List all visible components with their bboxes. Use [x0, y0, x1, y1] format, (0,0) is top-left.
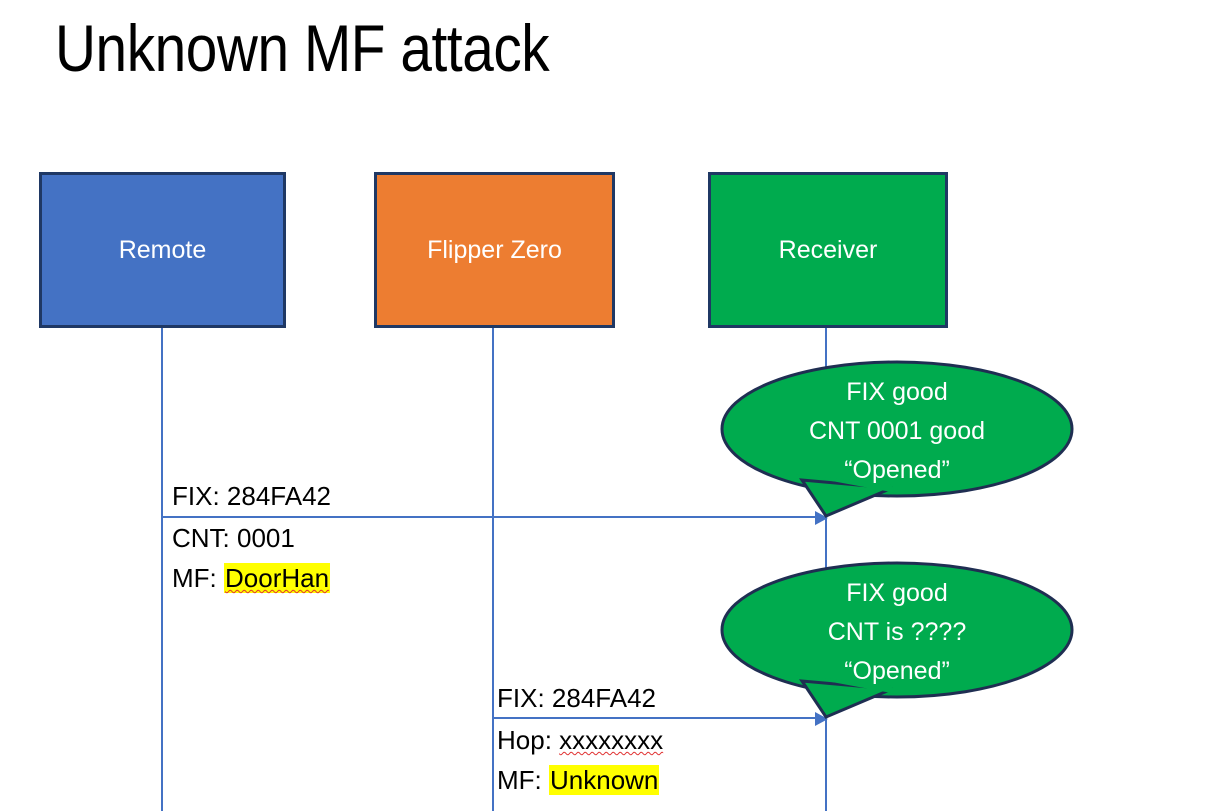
actor-label-remote: Remote	[118, 235, 207, 264]
message-2-hop-value: xxxxxxxx	[559, 725, 664, 755]
lifeline-flipper	[492, 328, 494, 811]
message-1-cnt-prefix: CNT:	[172, 523, 237, 553]
message-2-hop-line: Hop: xxxxxxxx	[497, 720, 663, 760]
actor-box-remote[interactable]: Remote	[39, 172, 286, 328]
page-title: Unknown MF attack	[55, 11, 550, 85]
message-1-mf-value: DoorHan	[224, 563, 331, 593]
message-1-fix-text: FIX: 284FA42	[172, 481, 331, 511]
message-1-details: CNT: 0001 MF: DoorHan	[172, 518, 331, 598]
lifeline-remote	[161, 328, 163, 811]
actor-box-flipper[interactable]: Flipper Zero	[374, 172, 615, 328]
message-2-hop-prefix: Hop:	[497, 725, 560, 755]
message-1-mf-prefix: MF:	[172, 563, 224, 593]
callout-shape-icon	[720, 360, 1074, 518]
message-1-fix-label: FIX: 284FA42	[172, 476, 331, 516]
message-2-fix-text: FIX: 284FA42	[497, 683, 656, 713]
message-2-mf-value: Unknown	[549, 765, 660, 795]
message-1-cnt-line: CNT: 0001	[172, 518, 330, 558]
callout-bubble-receiver-second[interactable]: FIX good CNT is ???? “Opened”	[720, 561, 1074, 719]
callout-shape-icon	[720, 561, 1074, 719]
message-2-fix-label: FIX: 284FA42	[497, 678, 656, 718]
actor-box-receiver[interactable]: Receiver	[708, 172, 948, 328]
actor-label-receiver: Receiver	[778, 235, 878, 264]
message-1-mf-line: MF: DoorHan	[172, 558, 331, 598]
message-2-details: Hop: xxxxxxxx MF: Unknown	[497, 720, 663, 800]
message-1-cnt-value: 0001	[237, 523, 295, 553]
message-2-mf-prefix: MF:	[497, 765, 549, 795]
callout-bubble-receiver-first[interactable]: FIX good CNT 0001 good “Opened”	[720, 360, 1074, 518]
actor-label-flipper: Flipper Zero	[427, 235, 562, 264]
message-2-mf-line: MF: Unknown	[497, 760, 663, 800]
